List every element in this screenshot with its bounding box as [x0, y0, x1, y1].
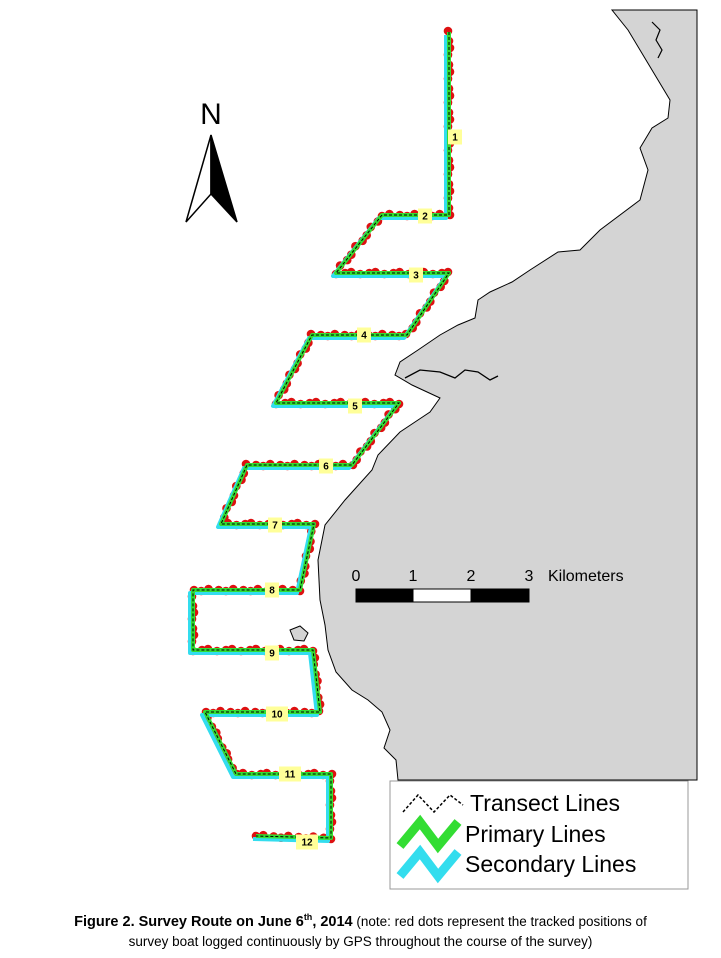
- coast-fragment: [651, 21, 663, 59]
- transect-label-text: 8: [269, 586, 275, 597]
- caption-lead: Figure 2. Survey Route on June 6th, 2014: [74, 912, 353, 930]
- transect-label-text: 6: [323, 462, 329, 473]
- transect-label-box: [319, 458, 333, 474]
- transect-label-box: [448, 129, 462, 145]
- transect-label-box: [268, 517, 282, 533]
- north-arrow-right-half: [210, 134, 238, 223]
- transect-route-line: [192, 32, 450, 839]
- transect-label-3: 3: [409, 267, 423, 283]
- transect-label-9: 9: [265, 645, 279, 661]
- north-letter: N: [200, 98, 222, 131]
- legend-primary-label: Primary Lines: [465, 821, 606, 847]
- transect-label-box: [418, 208, 432, 224]
- scale-tick-2: 2: [467, 568, 476, 585]
- legend-transect-label: Transect Lines: [470, 790, 620, 816]
- legend-secondary-label: Secondary Lines: [465, 851, 636, 877]
- transect-label-10: 10: [266, 706, 288, 722]
- transect-label-12: 12: [296, 834, 318, 850]
- transect-label-1: 1: [448, 129, 462, 145]
- transect-label-6: 6: [319, 458, 333, 474]
- transect-label-text: 5: [352, 402, 358, 413]
- figure-caption: Figure 2. Survey Route on June 6th, 2014…: [0, 908, 721, 951]
- transect-label-box: [279, 766, 301, 782]
- transect-label-text: 7: [272, 521, 278, 532]
- legend-primary-icon: [396, 814, 462, 854]
- transect-label-7: 7: [268, 517, 282, 533]
- caption-lead-sup: th: [303, 912, 313, 922]
- transect-label-text: 11: [285, 770, 296, 781]
- transect-label-box: [409, 267, 423, 283]
- scale-bar: 0 1 2 3 Kilometers: [352, 568, 624, 603]
- transect-label-text: 12: [301, 838, 313, 849]
- scale-segment-1: [355, 588, 414, 603]
- transect-label-box: [357, 327, 371, 343]
- transect-label-box: [265, 582, 279, 598]
- legend-transect-icon: [402, 793, 464, 814]
- secondary-route-line: [188, 35, 448, 843]
- scale-tick-0: 0: [352, 568, 361, 585]
- transect-label-box: [348, 398, 362, 414]
- transect-label-2: 2: [418, 208, 432, 224]
- transect-label-text: 2: [422, 212, 428, 223]
- legend-secondary-icon: [396, 844, 462, 884]
- transect-label-5: 5: [348, 398, 362, 414]
- island: [289, 625, 309, 642]
- caption-lead-prefix: Figure 2. Survey Route on June 6: [74, 913, 304, 930]
- transect-label-text: 4: [361, 331, 367, 342]
- scale-tick-1: 1: [409, 568, 418, 585]
- inlet-line: [404, 369, 499, 381]
- transect-label-box: [265, 645, 279, 661]
- caption-line-2: survey boat logged continuously by GPS t…: [128, 933, 593, 949]
- legend: Transect Lines Primary Lines Secondary L…: [389, 780, 689, 890]
- transect-label-box: [266, 706, 288, 722]
- transect-label-text: 1: [452, 133, 458, 144]
- transect-label-11: 11: [279, 766, 301, 782]
- coastline-land: [317, 9, 698, 781]
- scale-tick-3: 3: [525, 568, 534, 585]
- north-arrow-left-half: [185, 134, 212, 223]
- transect-label-8: 8: [265, 582, 279, 598]
- transect-label-text: 3: [413, 271, 419, 282]
- transect-label-4: 4: [357, 327, 371, 343]
- scale-unit-label: Kilometers: [548, 568, 624, 585]
- caption-lead-suffix: , 2014: [312, 913, 353, 930]
- scale-segment-3: [470, 588, 530, 603]
- scale-segment-2: [412, 588, 472, 603]
- transect-label-box: [296, 834, 318, 850]
- transect-label-text: 10: [271, 710, 283, 721]
- caption-line-1: Figure 2. Survey Route on June 6th, 2014…: [0, 908, 721, 932]
- caption-note-1: (note: red dots represent the tracked po…: [356, 913, 647, 929]
- transect-label-text: 9: [269, 649, 275, 660]
- north-arrow: N: [185, 98, 238, 223]
